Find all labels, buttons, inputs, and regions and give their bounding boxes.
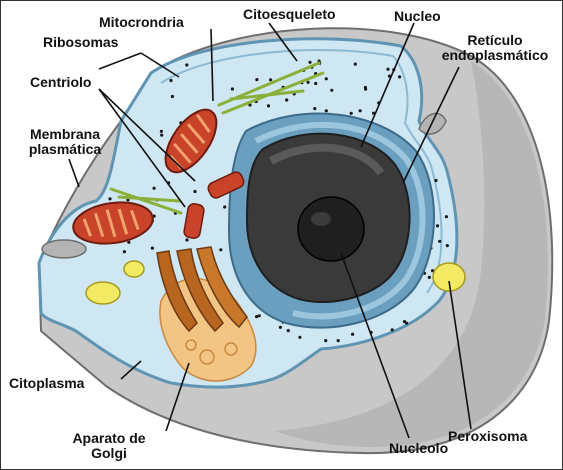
label-membrana-line2: plasmática <box>7 142 123 157</box>
nucleolus-body <box>298 197 364 261</box>
label-mitocondria: Mitocrondria <box>99 15 184 30</box>
label-nucleolo: Nucleolo <box>389 441 448 456</box>
nucleolus-shine <box>311 212 331 226</box>
label-reticulo-line1: Retículo <box>431 33 559 48</box>
label-reticulo-line2: endoplasmático <box>431 48 559 63</box>
label-membrana-line1: Membrana <box>7 127 123 142</box>
label-aparato-line2: Golgi <box>47 446 171 461</box>
label-membrana-plasmatica: Membrana plasmática <box>7 127 123 157</box>
label-centriolo: Centriolo <box>30 75 91 90</box>
label-citoplasma: Citoplasma <box>9 376 84 391</box>
label-peroxisoma: Peroxisoma <box>448 429 527 444</box>
label-aparato-de-golgi: Aparato de Golgi <box>47 431 171 461</box>
vacuole-left <box>42 240 86 258</box>
label-nucleo: Nucleo <box>394 9 441 24</box>
label-reticulo-endoplasmatico: Retículo endoplasmático <box>431 33 559 63</box>
label-citoesqueleto: Citoesqueleto <box>243 7 336 22</box>
label-aparato-line1: Aparato de <box>47 431 171 446</box>
label-ribosomas: Ribosomas <box>43 35 118 50</box>
